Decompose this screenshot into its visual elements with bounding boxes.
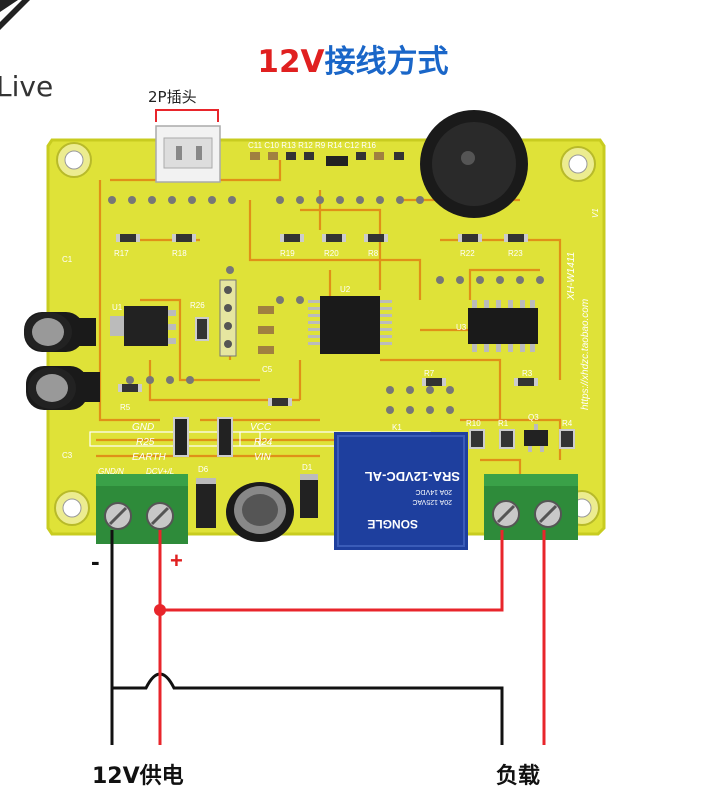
smd-resistors (116, 234, 575, 449)
silk-model: XH-W1411 (566, 252, 577, 301)
silk-vin: VIN (254, 452, 271, 463)
wire-relay-common (160, 530, 504, 612)
load-label: 负载 (496, 764, 541, 789)
connector-bracket (155, 109, 219, 122)
diodes (196, 474, 318, 528)
junction-dot (154, 604, 166, 616)
silk-dcv: DCV+/L (146, 467, 174, 476)
pcb-board (24, 110, 606, 550)
silk-r8: R8 (368, 249, 379, 258)
silk-top-row: C11 C10 R13 R12 R9 R14 C12 R16 (248, 141, 376, 150)
relay-brand: SONGLE (367, 517, 418, 531)
silk-r1: R1 (498, 419, 509, 428)
silk-u1: U1 (112, 303, 123, 312)
voltage-regulator (110, 306, 176, 346)
silk-r19: R19 (280, 249, 295, 258)
power-resistors (173, 417, 233, 457)
silk-url: https://xhdzc.taobao.com (580, 299, 591, 410)
silk-vcc: VCC (250, 422, 272, 433)
relay-rating-1: 20A 14VDC (415, 488, 452, 495)
capacitor-left-bottom (26, 366, 100, 410)
solder-pads (108, 196, 544, 414)
silk-r23: R23 (508, 249, 523, 258)
terminal-block-right (484, 474, 578, 540)
silk-r25: R25 (136, 437, 155, 448)
terminal-block-left (96, 474, 188, 544)
mounting-hole-tr (560, 146, 596, 182)
wires (110, 530, 546, 745)
silk-d1: D1 (302, 463, 313, 472)
mounting-hole-bl (54, 490, 90, 526)
silk-r4: R4 (562, 419, 573, 428)
transistor (524, 424, 548, 452)
silk-c3: C3 (62, 451, 73, 460)
title-voltage: 12V (257, 44, 325, 80)
silk-r10: R10 (466, 419, 481, 428)
silk-d6: D6 (198, 465, 209, 474)
capacitor-left-top (24, 312, 96, 352)
soic-ic (468, 300, 538, 352)
silk-r20: R20 (324, 249, 339, 258)
minus-sign: - (91, 546, 100, 576)
header-pins (219, 279, 237, 357)
silk-r26: R26 (190, 301, 205, 310)
silk-r5: R5 (120, 403, 131, 412)
relay (334, 432, 468, 550)
silk-r17: R17 (114, 249, 129, 258)
relay-model-text: SRA-12VDC-AL (365, 469, 460, 484)
silk-r24: R24 (254, 437, 273, 448)
logo-text: Live (0, 70, 54, 103)
main-ic (308, 296, 392, 354)
silk-c5: C5 (262, 365, 273, 374)
silk-gnd: GND (132, 422, 154, 433)
page-title: 12V接线方式 (0, 36, 706, 81)
logo-corner-icon (0, 0, 30, 30)
silk-v1: V1 (591, 208, 600, 218)
top-smd-row (250, 152, 404, 166)
silk-r7: R7 (424, 369, 435, 378)
power-supply-label: 12V供电 (92, 764, 184, 789)
mounting-hole-tl (56, 142, 92, 178)
capacitor-bottom (226, 482, 294, 542)
silk-k1: K1 (392, 423, 402, 432)
silk-u3: U3 (456, 323, 467, 332)
silk-q3: Q3 (528, 413, 539, 422)
silk-earth: EARTH (132, 452, 166, 463)
silk-gndn: GND/N (98, 467, 124, 476)
connector-label: 2P插头 (148, 88, 197, 106)
title-text: 接线方式 (324, 44, 449, 80)
silk-r3: R3 (522, 369, 533, 378)
silk-u2: U2 (340, 285, 351, 294)
wire-load-return (112, 672, 504, 745)
connector-2p (155, 125, 221, 183)
plus-sign: + (170, 548, 183, 573)
buzzer (420, 110, 528, 218)
silk-c1: C1 (62, 255, 73, 264)
relay-rating-2: 20A 125VAC (412, 498, 452, 505)
silk-r18: R18 (172, 249, 187, 258)
silk-r22: R22 (460, 249, 475, 258)
